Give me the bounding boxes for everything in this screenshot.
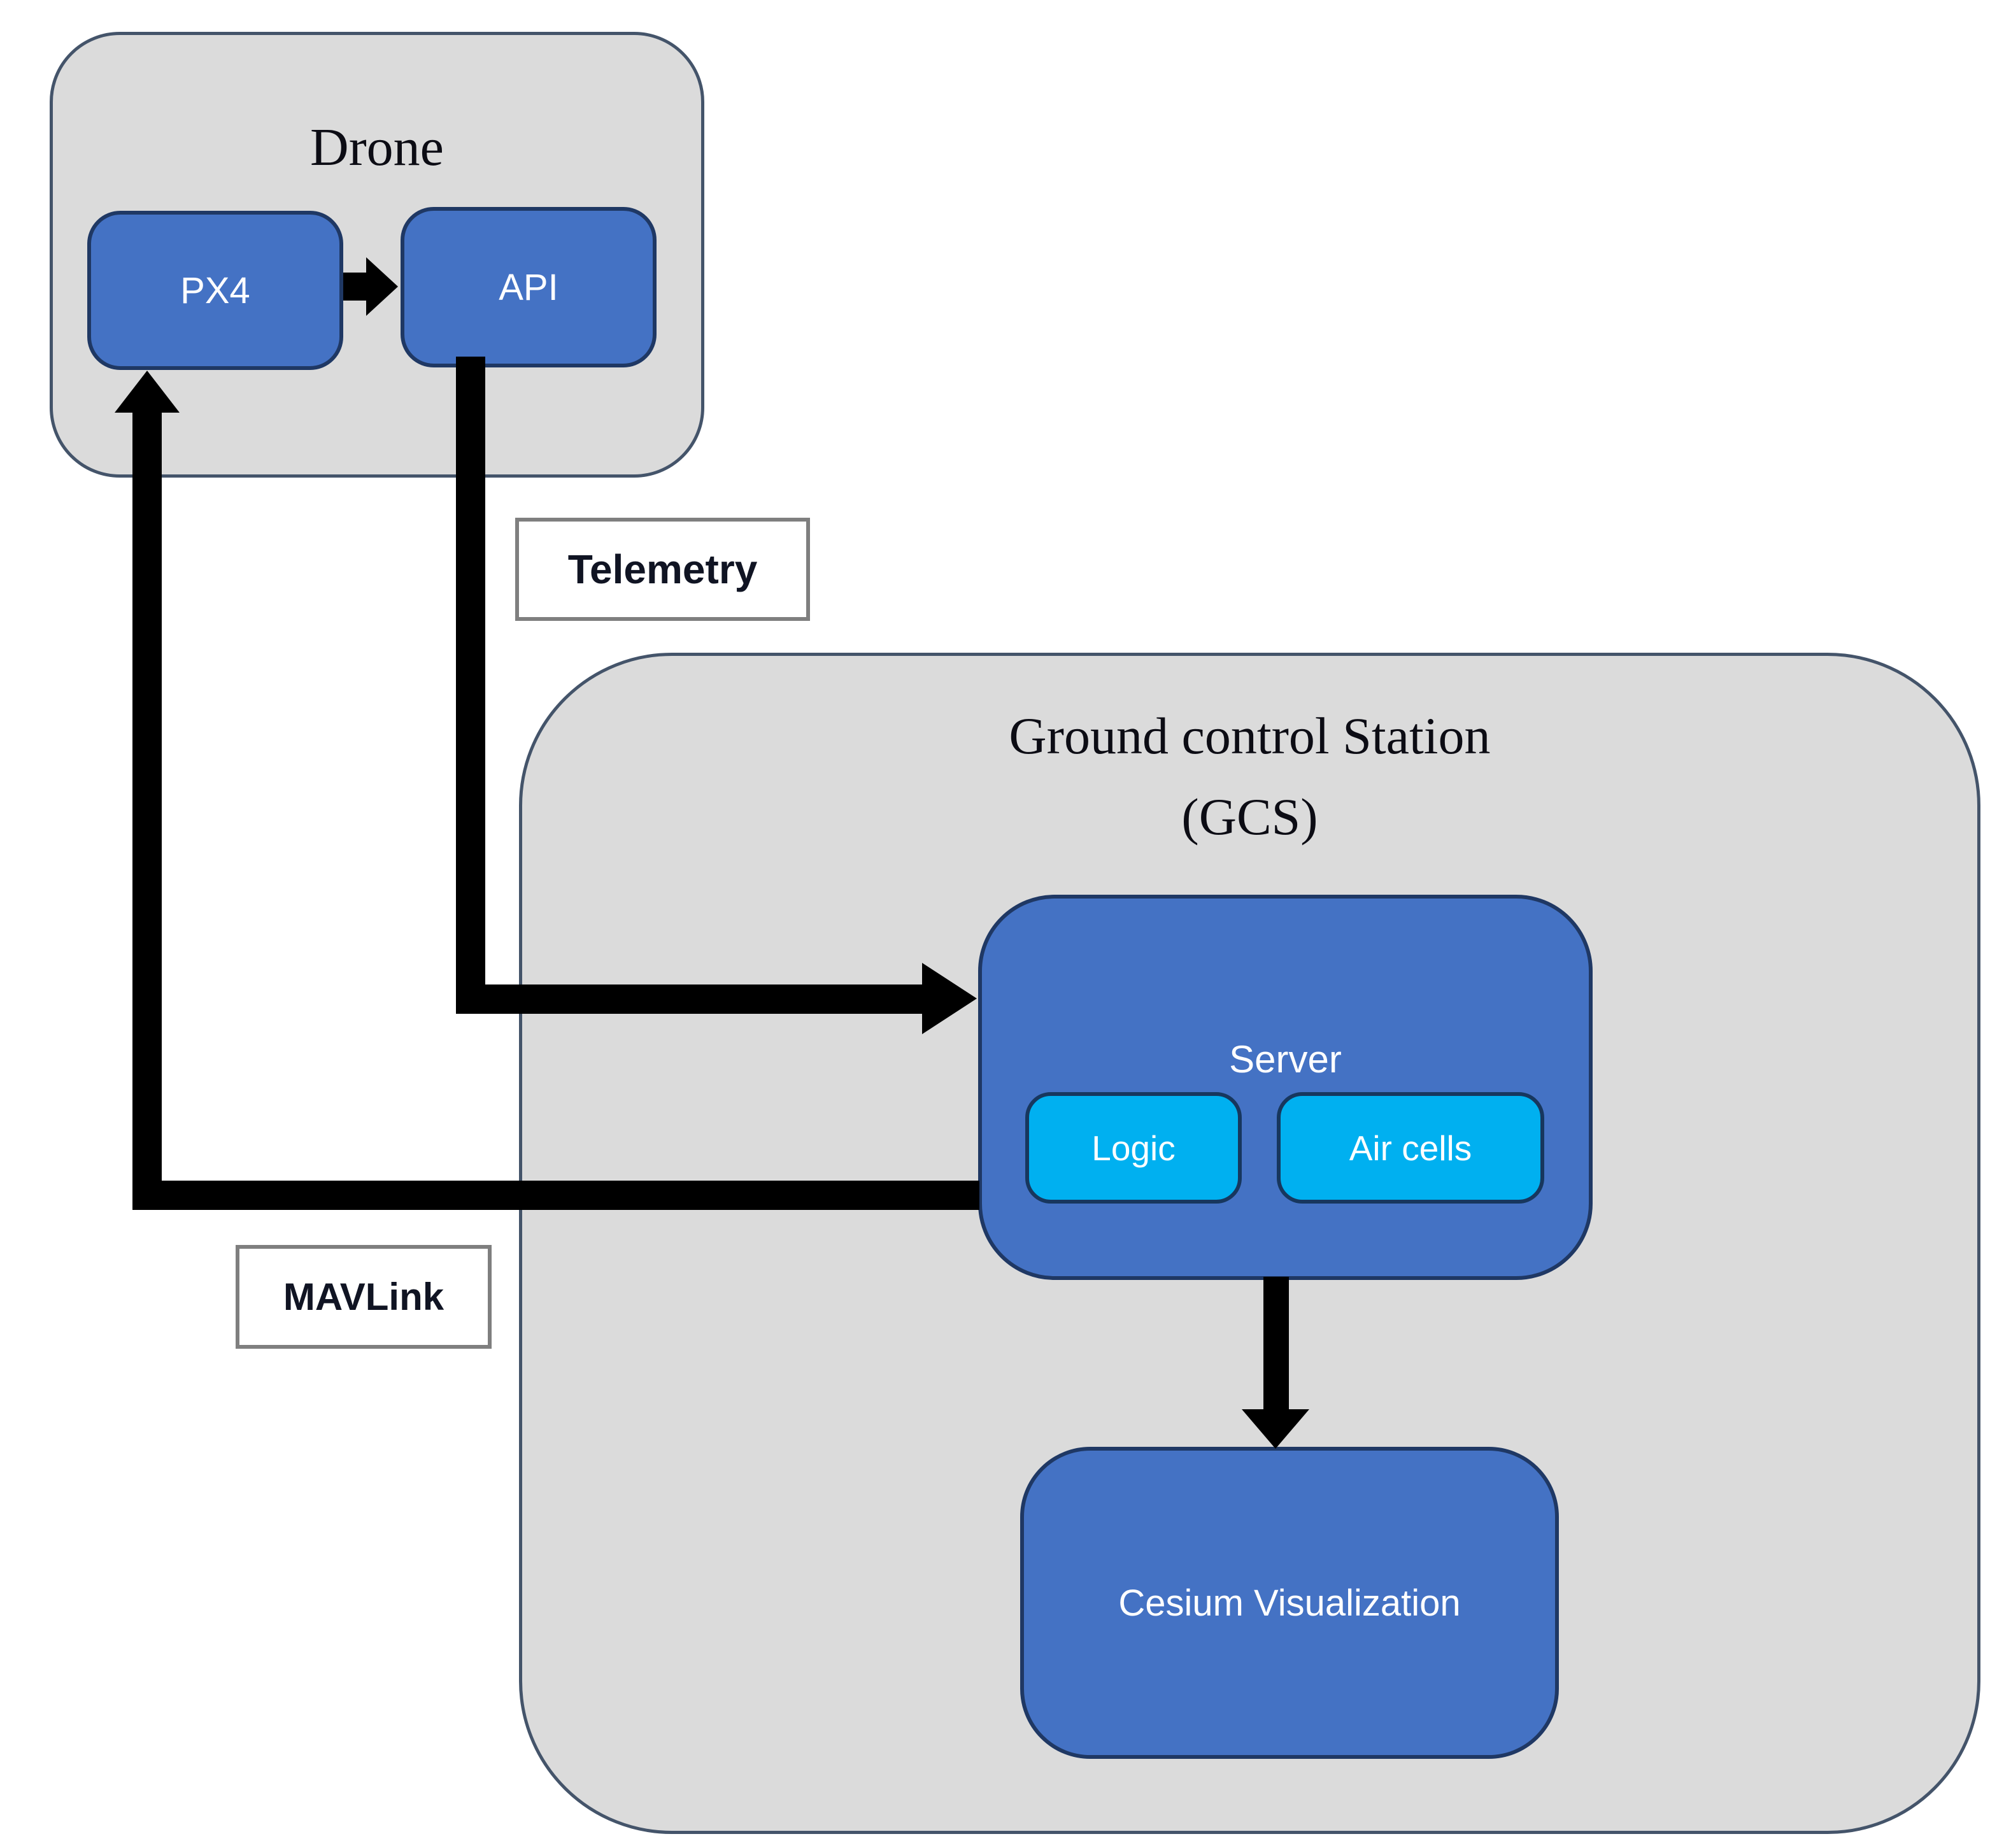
server-node: Server Logic Air cells [978,895,1593,1280]
server-to-cesium-arrow-shaft [1263,1277,1289,1412]
mavlink-line-horizontal [132,1181,979,1210]
cesium-label: Cesium Visualization [1118,1582,1461,1624]
air-cells-label: Air cells [1349,1128,1472,1168]
cesium-node: Cesium Visualization [1020,1447,1559,1759]
mavlink-label: MAVLink [283,1276,444,1318]
gcs-container: Ground control Station (GCS) Server Logi… [519,653,1980,1834]
api-node: API [401,207,657,367]
telemetry-label: Telemetry [567,546,758,592]
air-cells-node: Air cells [1277,1092,1544,1204]
gcs-title: Ground control Station [1009,707,1491,765]
px4-to-api-arrow-head [366,257,398,316]
telemetry-line-vertical [456,357,485,1014]
server-to-cesium-arrow-head [1242,1409,1309,1449]
gcs-title-block: Ground control Station (GCS) [522,695,1977,857]
px4-node: PX4 [87,211,343,370]
telemetry-arrow-head [922,963,977,1034]
server-label: Server [1229,1038,1342,1081]
mavlink-arrow-head [115,371,180,413]
logic-node: Logic [1025,1092,1242,1204]
mavlink-label-box: MAVLink [236,1245,492,1349]
gcs-subtitle: (GCS) [1181,788,1318,846]
telemetry-line-horizontal [456,984,922,1014]
logic-label: Logic [1091,1128,1176,1168]
mavlink-line-vertical [132,411,162,1210]
px4-label: PX4 [180,269,250,311]
api-label: API [499,266,558,308]
telemetry-label-box: Telemetry [515,518,810,621]
drone-title: Drone [310,118,444,177]
